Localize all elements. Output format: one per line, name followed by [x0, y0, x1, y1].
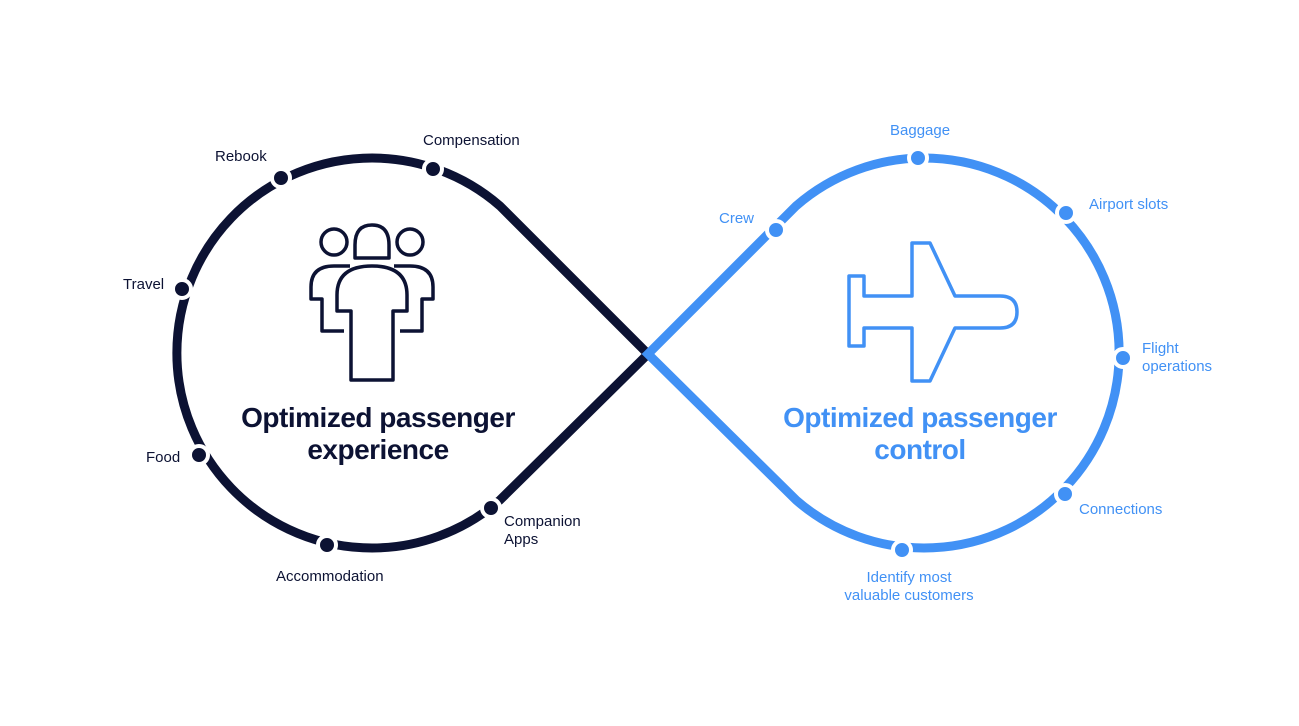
- label-food: Food: [146, 449, 181, 466]
- node-crew: [765, 219, 787, 241]
- node-flight-operations: [1112, 347, 1134, 369]
- node-connections: [1054, 483, 1076, 505]
- label-flight-operations: Flight operations: [1142, 340, 1212, 376]
- label-compensation: Compensation: [423, 132, 520, 149]
- node-travel: [171, 278, 193, 300]
- label-rebook: Rebook: [215, 148, 267, 165]
- left-title: Optimized passenger experience: [228, 402, 528, 466]
- node-companion-apps: [480, 497, 502, 519]
- label-travel: Travel: [123, 276, 165, 293]
- label-companion-apps: Companion Apps: [504, 513, 581, 549]
- right-title: Optimized passenger control: [770, 402, 1070, 466]
- label-accommodation: Accommodation: [276, 568, 384, 585]
- node-identify-customers: [891, 539, 913, 561]
- people-group-icon: [309, 223, 435, 382]
- left-loop-path: [172, 153, 655, 553]
- label-flight-line1: Flight: [1142, 340, 1179, 357]
- label-airport-slots: Airport slots: [1089, 196, 1169, 213]
- label-identify-line2: valuable customers: [844, 587, 974, 604]
- label-companion-line1: Companion: [504, 513, 581, 530]
- node-baggage: [907, 147, 929, 169]
- airplane-icon: [847, 241, 1019, 383]
- right-title-line1: Optimized passenger: [783, 402, 1057, 433]
- label-baggage: Baggage: [890, 122, 951, 139]
- left-title-line2: experience: [307, 434, 449, 465]
- node-airport-slots: [1055, 202, 1077, 224]
- node-compensation: [422, 158, 444, 180]
- label-identify-customers: Identify most valuable customers: [828, 569, 990, 605]
- node-food: [188, 444, 210, 466]
- node-accommodation: [316, 534, 338, 556]
- label-identify-line1: Identify most: [866, 569, 952, 586]
- label-connections: Connections: [1079, 501, 1163, 518]
- left-title-line1: Optimized passenger: [241, 402, 515, 433]
- label-companion-line2: Apps: [504, 531, 539, 548]
- right-title-line2: control: [874, 434, 966, 465]
- label-crew: Crew: [719, 210, 755, 227]
- label-flight-line2: operations: [1142, 358, 1213, 375]
- node-rebook: [270, 167, 292, 189]
